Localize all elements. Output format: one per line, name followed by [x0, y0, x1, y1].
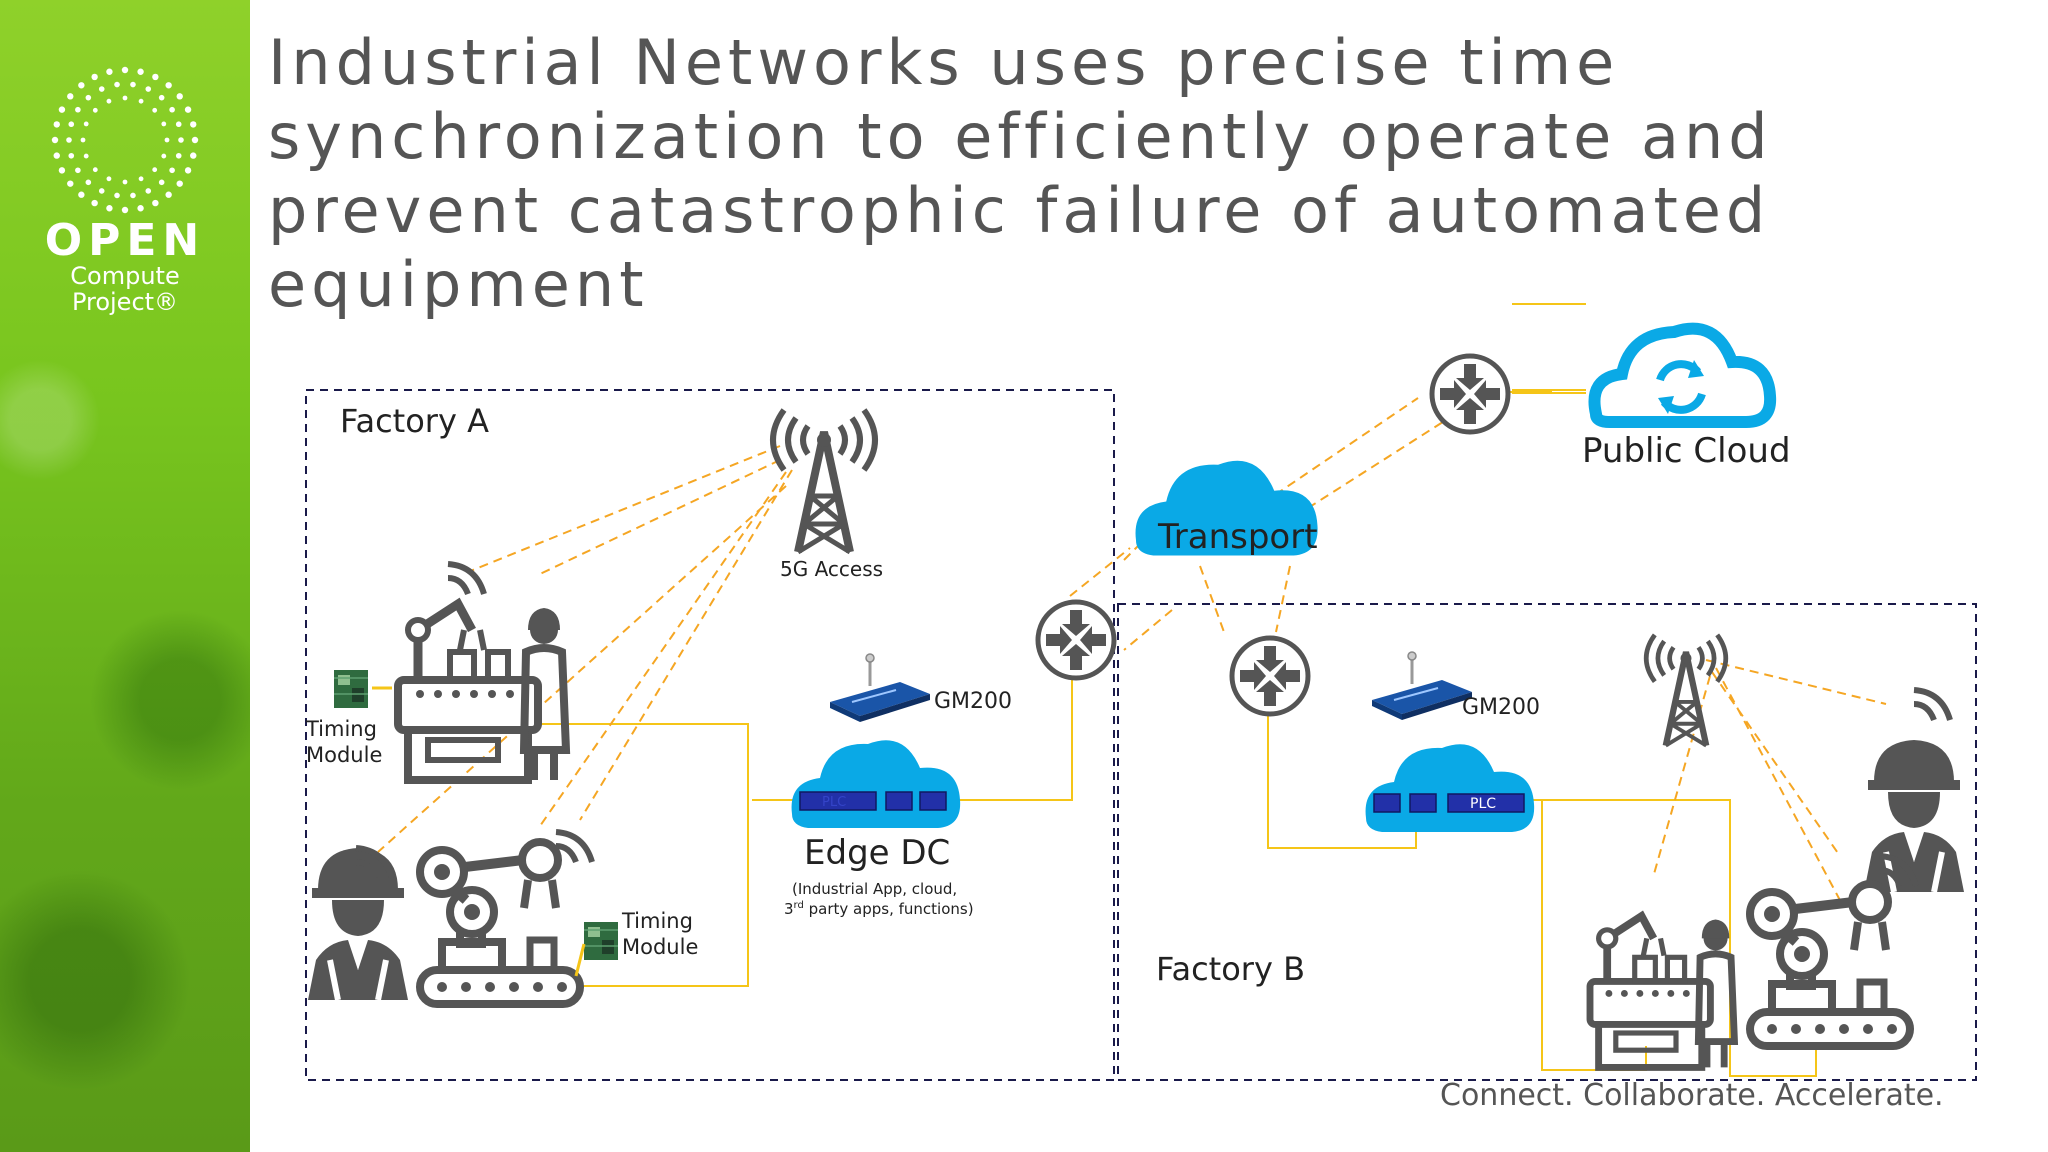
edge-dc-subtitle-1: (Industrial App, cloud, [792, 880, 957, 898]
wireless-signal-icon [1914, 690, 1950, 720]
5g-access-label: 5G Access [780, 557, 883, 581]
cell-tower-icon [773, 410, 875, 552]
logo-word-compute: Compute [70, 262, 180, 290]
plc-block [799, 791, 877, 811]
logo-word-project: Project® [71, 288, 179, 316]
timing-module-b-label-1: Timing [621, 909, 693, 933]
factory-b-cloud-icon [1365, 744, 1535, 832]
worker-icon [1864, 740, 1964, 892]
wireless-signal-icon [448, 564, 484, 594]
slide-title: Industrial Networks uses precise time sy… [268, 26, 1773, 321]
tagline: Connect. Collaborate. Accelerate. [1440, 1078, 1944, 1113]
gm200-device-icon [1370, 650, 1474, 722]
public-cloud-label: Public Cloud [1582, 431, 1791, 471]
plc-slot [885, 791, 913, 811]
assembly-line-icon [1590, 916, 1734, 1067]
plc-slot [1373, 793, 1401, 813]
assembly-line-icon [398, 604, 566, 780]
router-icon [1432, 356, 1508, 432]
plc-slot [919, 791, 947, 811]
ocp-logo-icon [51, 66, 199, 214]
cell-tower-icon [1646, 635, 1726, 746]
timing-module-chip-icon [583, 921, 619, 961]
timing-module-a-label-2: Module [306, 743, 382, 767]
router-icon [1038, 602, 1114, 678]
edge-dc-cloud-icon [791, 740, 961, 828]
factory-a-label: Factory A [340, 402, 489, 440]
router-icon [1232, 638, 1308, 714]
factory-b-label: Factory B [1156, 950, 1305, 988]
plc-block [1447, 793, 1525, 813]
sidebar: OPEN Compute Project® [0, 0, 250, 1152]
gm200-device-icon [828, 652, 932, 724]
plc-a-label: PLC [822, 795, 846, 810]
gm200-b-label: GM200 [1462, 695, 1540, 720]
robot-arm-icon [420, 842, 580, 1004]
robot-arm-icon [1750, 884, 1910, 1046]
worker-icon [308, 848, 408, 1000]
edge-dc-title: Edge DC [804, 833, 950, 873]
transport-label: Transport [1157, 517, 1318, 557]
plc-b-label: PLC [1470, 796, 1496, 812]
plc-slot [1409, 793, 1437, 813]
timing-module-chip-icon [333, 669, 369, 709]
edge-dc-subtitle-2: 3rd party apps, functions) [784, 900, 974, 918]
logo-word-open: OPEN [44, 215, 206, 266]
public-cloud-icon [1588, 322, 1777, 428]
timing-module-b-label-2: Module [622, 935, 698, 959]
timing-module-a-label-1: Timing [305, 717, 377, 741]
gm200-a-label: GM200 [934, 689, 1012, 714]
